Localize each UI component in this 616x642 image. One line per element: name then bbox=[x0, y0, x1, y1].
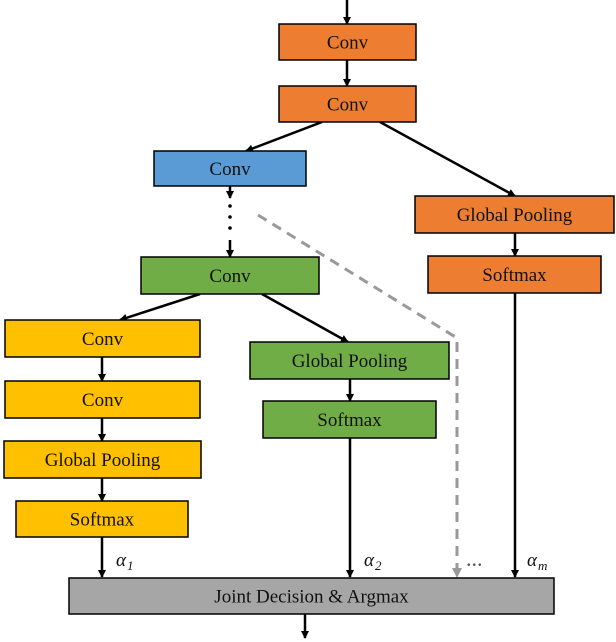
blue-stage: Conv bbox=[153, 150, 307, 187]
yellow-conv2-label: Conv bbox=[82, 390, 124, 411]
decision-box bbox=[68, 577, 555, 615]
arrow-conv2-blue bbox=[245, 120, 323, 153]
decision-block: Joint Decision & Argmax bbox=[68, 577, 555, 615]
green-stage: Conv Global Pooling Softmax bbox=[140, 256, 450, 439]
trunk-conv2-box bbox=[278, 85, 417, 123]
blue-conv-box bbox=[153, 150, 307, 187]
yellow-pooling-box bbox=[3, 440, 202, 479]
yellow-softmax-label: Softmax bbox=[70, 510, 135, 531]
green-conv-label: Conv bbox=[209, 266, 251, 287]
yellow-conv1-label: Conv bbox=[82, 329, 124, 350]
green-pooling-label: Global Pooling bbox=[292, 351, 408, 372]
orange-softmax-label: Softmax bbox=[482, 265, 547, 286]
orange-branch: Global Pooling Softmax bbox=[414, 195, 615, 294]
arrow-green-yellow bbox=[119, 292, 201, 322]
arrow-conv2-orange-pool bbox=[379, 120, 516, 198]
dashed-branch-line bbox=[257, 213, 462, 578]
trunk: Conv Conv bbox=[278, 23, 417, 123]
green-softmax-label: Softmax bbox=[317, 410, 382, 431]
alpha-2-label: α2 bbox=[364, 550, 382, 573]
trunk-conv1-label: Conv bbox=[327, 33, 369, 54]
green-conv-box bbox=[140, 256, 320, 295]
alpha-1-label: α1 bbox=[116, 550, 133, 573]
green-pooling-box bbox=[249, 341, 450, 380]
alpha-m-label: αm bbox=[527, 550, 547, 573]
continuation-dots bbox=[228, 204, 232, 230]
ellipsis-label: ... bbox=[466, 546, 483, 571]
yellow-pooling-label: Global Pooling bbox=[45, 450, 161, 471]
trunk-conv1-box bbox=[278, 23, 417, 61]
trunk-conv2-label: Conv bbox=[327, 95, 369, 116]
yellow-conv1-box bbox=[4, 319, 201, 358]
decision-label: Joint Decision & Argmax bbox=[214, 587, 409, 608]
yellow-conv2-box bbox=[4, 380, 201, 419]
orange-pooling-box bbox=[414, 195, 615, 234]
yellow-branch: Conv Conv Global Pooling Softmax bbox=[3, 319, 202, 538]
orange-pooling-label: Global Pooling bbox=[457, 205, 573, 226]
blue-conv-label: Conv bbox=[209, 159, 251, 180]
orange-softmax-box bbox=[427, 255, 602, 294]
connectors bbox=[98, 0, 519, 639]
yellow-softmax-box bbox=[15, 500, 189, 538]
arrow-green-pooling bbox=[261, 292, 349, 344]
alpha-labels: α1 α2 αm ... bbox=[116, 546, 547, 573]
green-softmax-box bbox=[262, 400, 437, 439]
